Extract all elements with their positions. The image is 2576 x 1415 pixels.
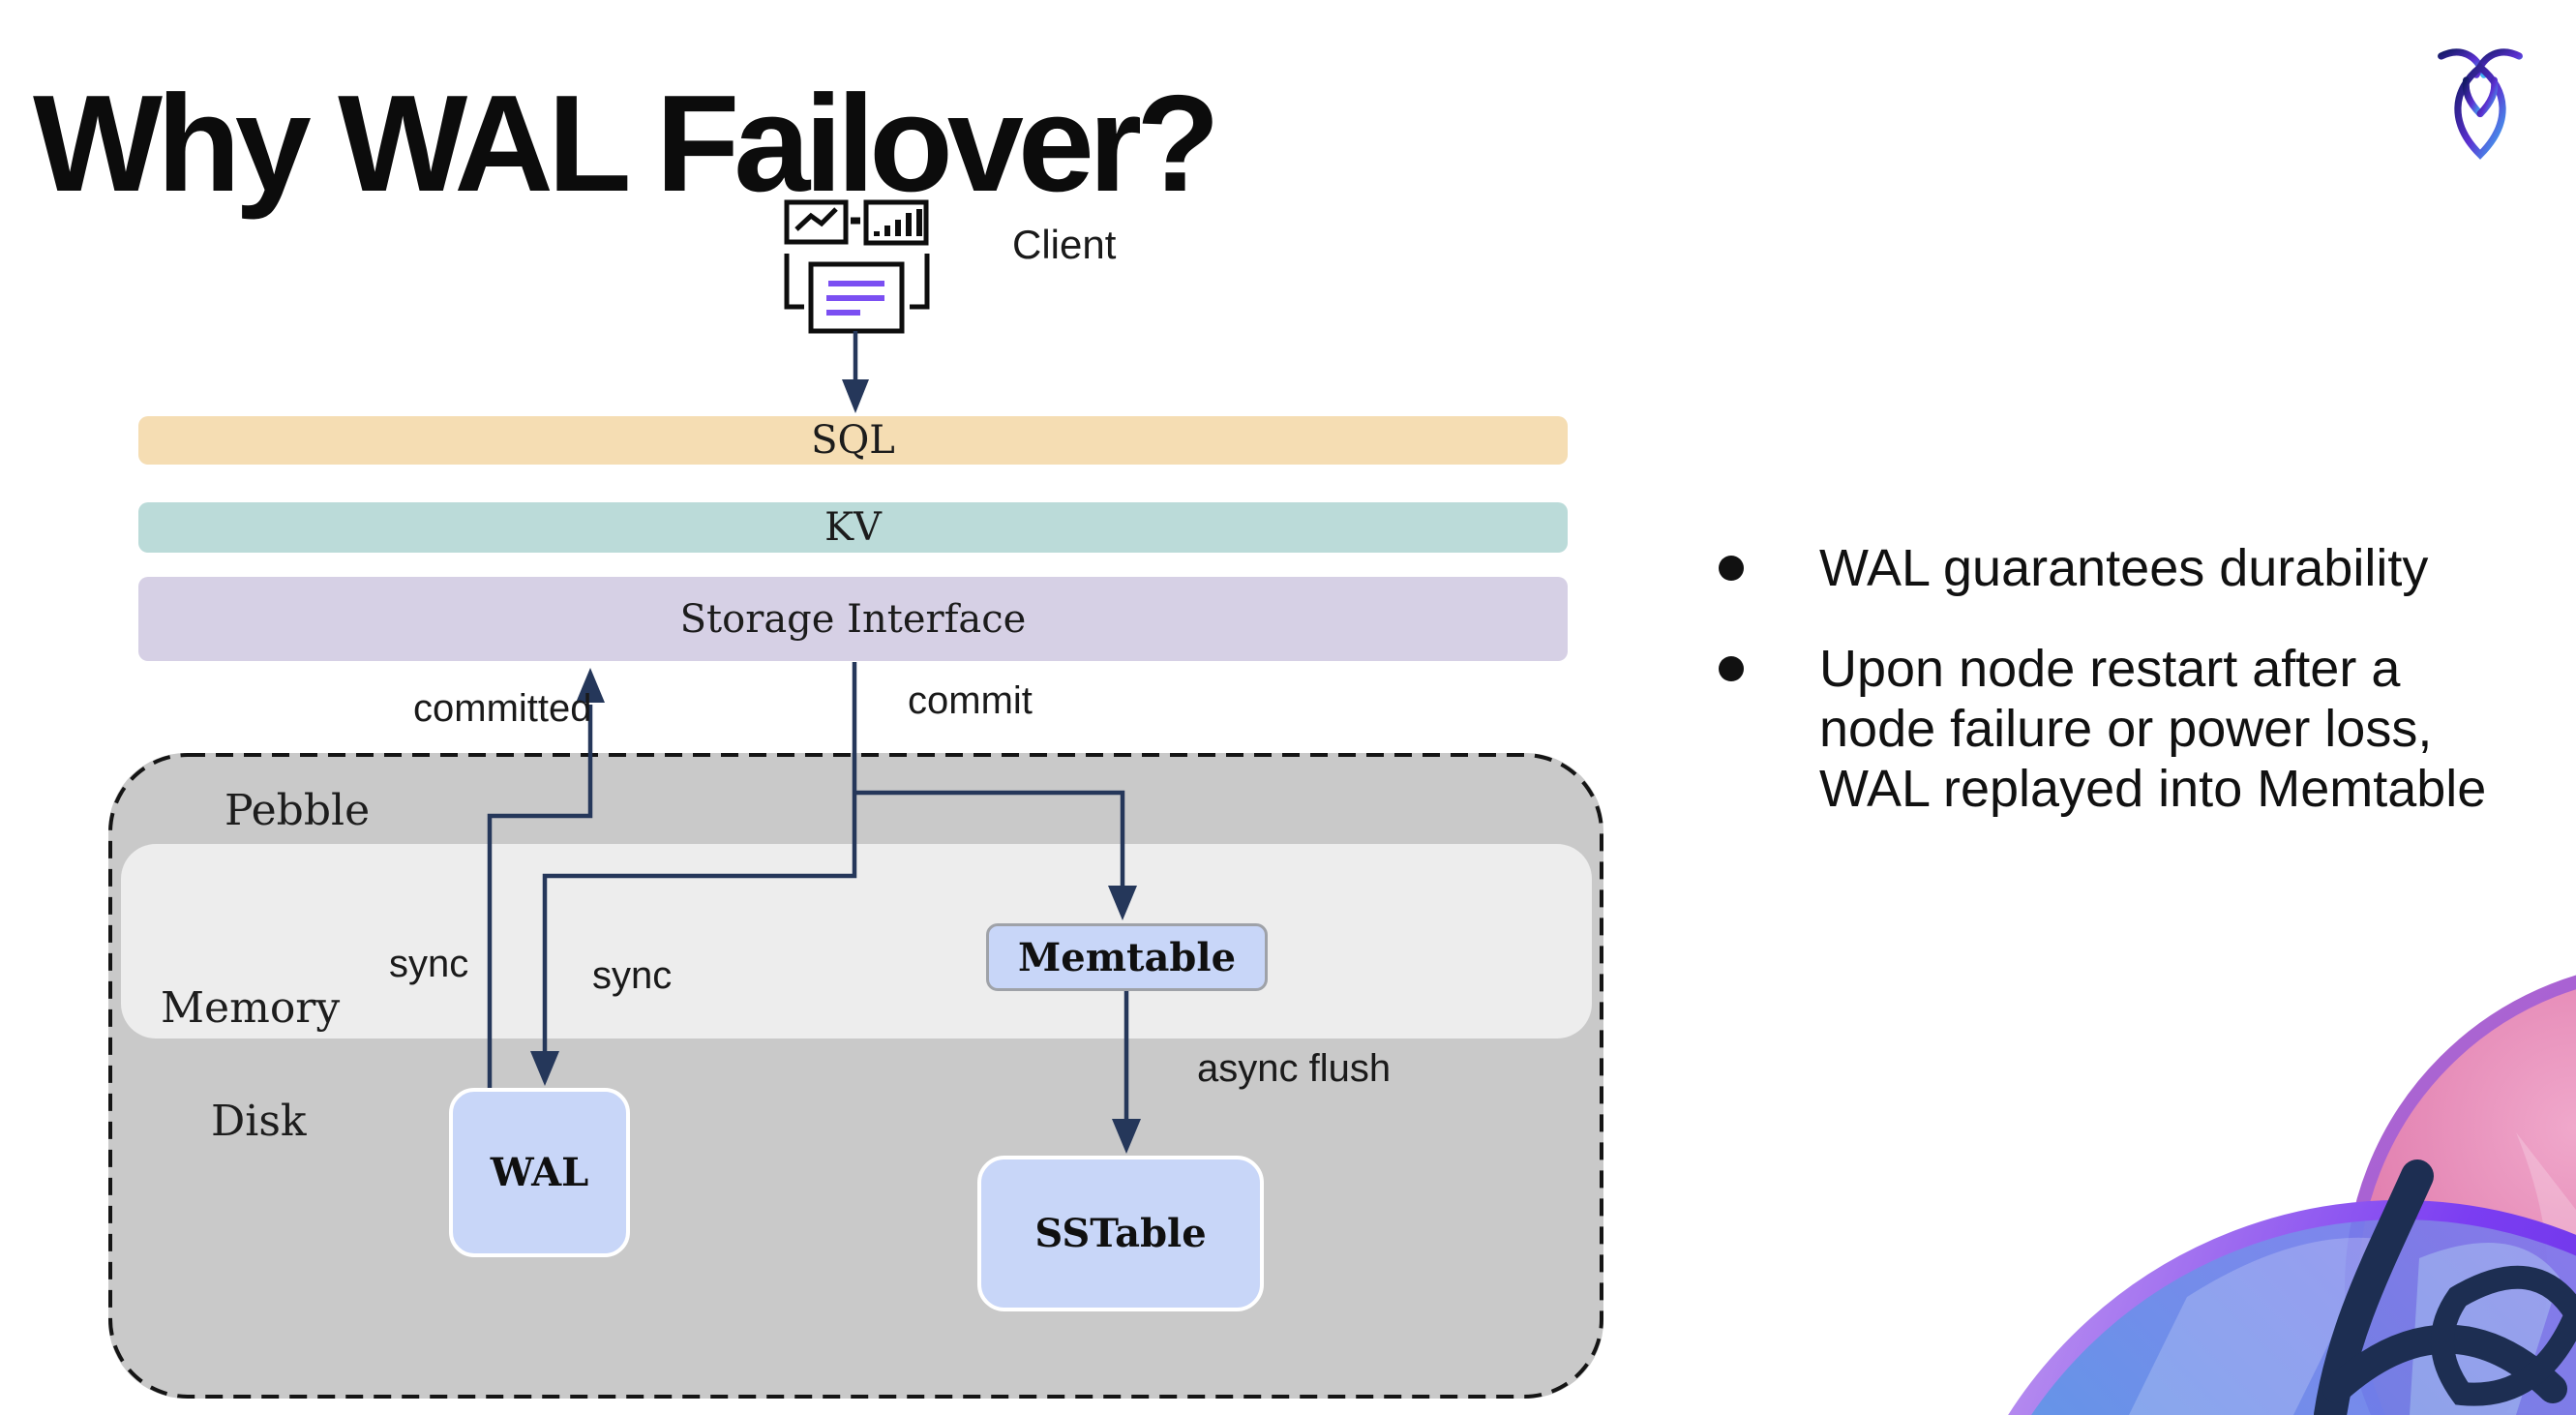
brand-art <box>2008 975 2576 1415</box>
edge-label-committed: committed <box>413 687 592 730</box>
page-title: Why WAL Failover? <box>33 67 1220 221</box>
layer-kv: KV <box>138 502 1568 553</box>
pebble-label: Pebble <box>225 786 371 835</box>
layer-kv-label: KV <box>824 505 882 550</box>
wal-node: WAL <box>449 1088 630 1257</box>
bar-chart-icon <box>863 199 929 246</box>
layer-sql-label: SQL <box>811 418 895 463</box>
edge-label-sync-1: sync <box>389 943 469 985</box>
bullet-list: WAL guarantees durability Upon node rest… <box>1715 538 2489 859</box>
layer-storage-interface: Storage Interface <box>138 577 1568 661</box>
memtable-label: Memtable <box>1017 934 1237 980</box>
sstable-label: SSTable <box>1034 1211 1207 1256</box>
disk-label: Disk <box>211 1097 307 1146</box>
edge-label-commit: commit <box>908 679 1033 722</box>
layer-storage-label: Storage Interface <box>679 596 1027 642</box>
bracket-left <box>784 254 804 310</box>
cockroachdb-logo-icon <box>2438 48 2523 160</box>
line-chart-icon <box>784 199 849 245</box>
bullet-item: WAL guarantees durability <box>1715 538 2489 598</box>
edge-label-async-flush: async flush <box>1197 1047 1392 1090</box>
layer-sql: SQL <box>138 416 1568 465</box>
wal-label: WAL <box>490 1150 589 1195</box>
memory-region <box>121 844 1592 1039</box>
sstable-node: SSTable <box>977 1156 1264 1311</box>
client-label: Client <box>1012 222 1117 267</box>
arrowhead-client <box>842 379 869 413</box>
memtable-node: Memtable <box>986 923 1268 991</box>
bracket-right <box>910 254 930 310</box>
memory-label: Memory <box>161 983 341 1033</box>
bullet-item: Upon node restart after a node failure o… <box>1715 639 2489 819</box>
art-bug-leaf <box>2430 1265 2576 1406</box>
edge-label-sync-2: sync <box>592 954 673 997</box>
client-icon <box>784 199 930 334</box>
